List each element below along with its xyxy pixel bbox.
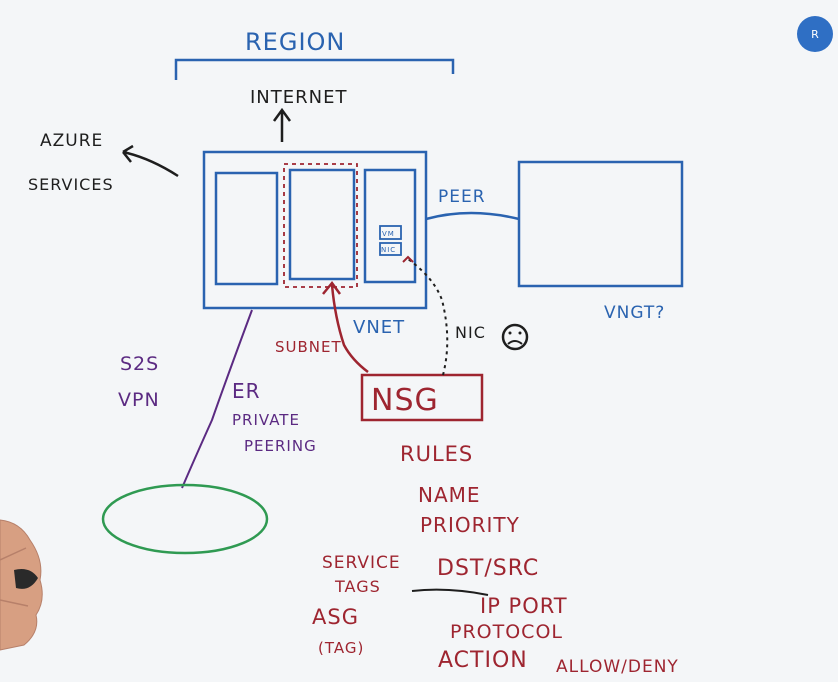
tags-label: TAGS	[334, 577, 381, 596]
subnet-box-1	[214, 171, 279, 286]
vm-box	[379, 225, 402, 240]
on-prem-ellipse	[101, 483, 269, 555]
services-label: SERVICES	[28, 175, 114, 194]
vpn-label: VPN	[118, 389, 160, 411]
nic-small-label: NIC	[381, 246, 396, 254]
nsg-label: NSG	[371, 383, 439, 418]
rule-ipport: IP PORT	[480, 594, 568, 618]
vngt-label: VNGT?	[604, 303, 665, 323]
peer-line	[425, 211, 520, 221]
er-line	[181, 309, 253, 489]
nic-arrow-head	[402, 255, 414, 263]
sad-face-icon	[501, 323, 529, 351]
rule-name: NAME	[418, 483, 481, 507]
vm-label: VM	[382, 230, 395, 238]
avatar: R	[797, 16, 833, 52]
private-label: PRIVATE	[232, 411, 300, 429]
vnet-label: VNET	[353, 317, 405, 338]
rule-dstsrc: DST/SRC	[437, 556, 539, 581]
nic-box	[379, 242, 402, 256]
subnet-label: SUBNET	[275, 338, 342, 356]
peering-label: PEERING	[244, 437, 317, 455]
peer-label: PEER	[438, 187, 486, 207]
internet-label: INTERNET	[250, 87, 347, 108]
region-bracket	[174, 58, 455, 80]
service-label: SERVICE	[322, 553, 401, 573]
rule-allowdeny: ALLOW/DENY	[556, 657, 679, 677]
nsg-to-subnet-arrow	[322, 280, 369, 373]
internet-arrow	[272, 107, 292, 142]
subnet-box-3	[363, 168, 417, 284]
asg-label: ASG	[312, 605, 359, 629]
rule-protocol: PROTOCOL	[450, 621, 563, 643]
vnet-box	[202, 150, 428, 310]
subnet-highlight	[283, 163, 358, 288]
rules-label: RULES	[400, 442, 473, 466]
nsg-box	[360, 373, 484, 422]
presenter-hand	[0, 519, 43, 651]
vngt-box	[517, 160, 684, 288]
subnet-box-2	[288, 168, 356, 281]
azure-label: AZURE	[40, 131, 103, 151]
avatar-button[interactable]: R	[797, 16, 833, 52]
rule-action: ACTION	[438, 648, 528, 673]
er-label: ER	[232, 379, 261, 403]
rule-priority: PRIORITY	[420, 513, 520, 537]
region-label: REGION	[245, 28, 345, 56]
s2s-label: S2S	[120, 353, 159, 375]
azure-services-arrow	[122, 144, 179, 178]
service-tags-line	[411, 588, 489, 596]
tag-label: (TAG)	[318, 639, 364, 657]
nic-label: NIC	[455, 323, 486, 342]
